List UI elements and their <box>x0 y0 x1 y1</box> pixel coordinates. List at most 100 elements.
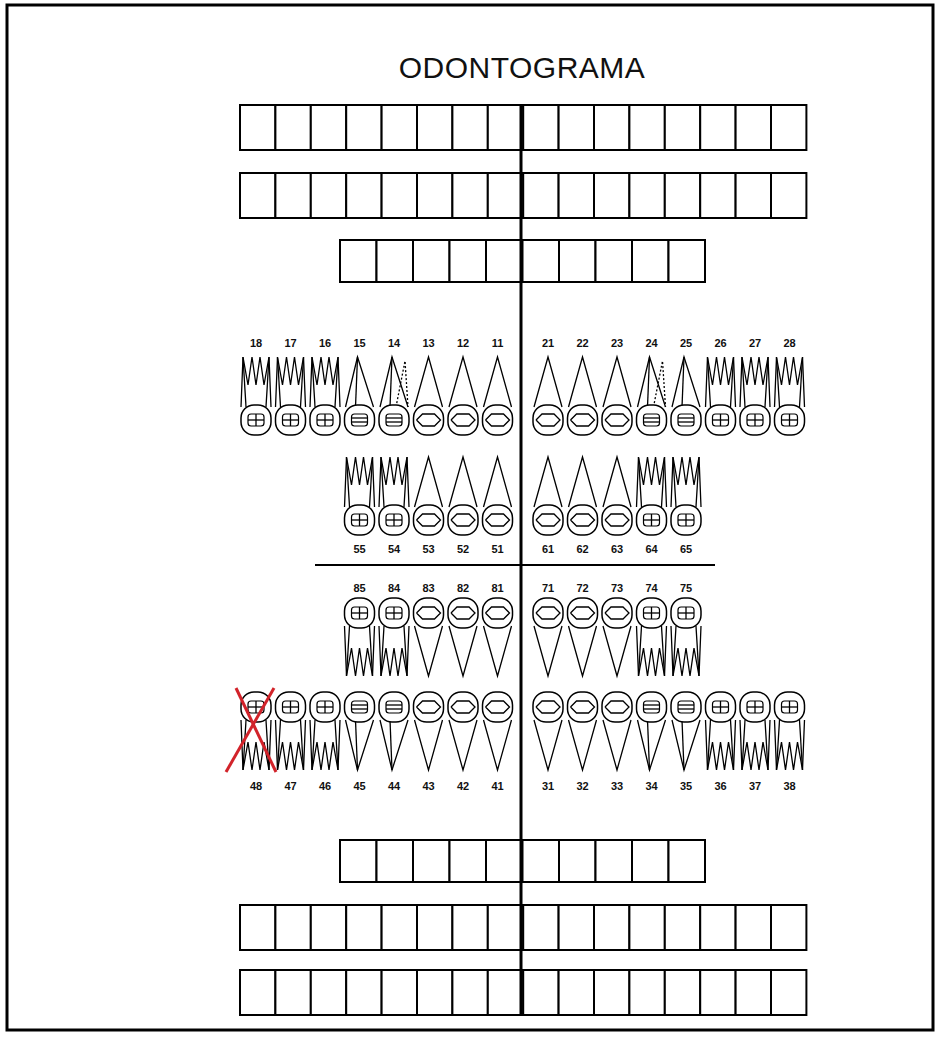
tooth <box>637 598 667 676</box>
frame <box>7 5 933 1030</box>
tooth-number: 71 <box>542 582 554 594</box>
tooth-number: 42 <box>457 780 469 792</box>
tooth-outline <box>352 417 368 418</box>
tooth <box>310 692 340 770</box>
tooth-number: 31 <box>542 780 554 792</box>
tooth-number: 27 <box>749 337 761 349</box>
occlusal-face <box>644 607 660 619</box>
tooth-outline <box>386 704 402 705</box>
record-cell <box>417 173 452 218</box>
tooth-outline <box>370 626 373 676</box>
record-row <box>240 905 806 950</box>
record-cell <box>736 173 771 218</box>
tooth-number: 32 <box>576 780 588 792</box>
tooth-number: 46 <box>319 780 331 792</box>
tooth <box>533 457 563 535</box>
tooth-outline <box>356 357 358 407</box>
tooth-crown <box>706 692 736 722</box>
tooth-crown <box>740 692 770 722</box>
tooth-outline <box>682 720 684 770</box>
tooth-number: 43 <box>422 780 434 792</box>
record-cell <box>771 173 806 218</box>
tooth-number: 11 <box>492 337 504 349</box>
tooth-outline <box>682 357 684 407</box>
tooth-outline <box>381 457 384 507</box>
tooth-outline <box>346 720 374 770</box>
record-cell <box>596 840 633 882</box>
tooth-number: 74 <box>645 582 657 594</box>
tooth-outline <box>678 708 694 709</box>
tooth-outline <box>451 414 475 426</box>
tooth-outline <box>381 626 384 676</box>
tooth-outline <box>484 720 512 770</box>
record-cell <box>596 240 633 282</box>
tooth-number: 81 <box>491 582 503 594</box>
tooth-outline <box>346 357 374 407</box>
tooth <box>706 357 736 435</box>
record-cell <box>559 970 594 1015</box>
tooth-crown <box>568 405 598 435</box>
record-cell <box>240 105 275 150</box>
tooth-outline <box>775 357 805 407</box>
tooth-outline <box>782 419 798 420</box>
tooth-outline <box>449 357 477 407</box>
tooth-number: 41 <box>491 780 503 792</box>
record-cell <box>275 970 310 1015</box>
tooth-crown <box>671 598 701 628</box>
tooth <box>637 457 667 535</box>
tooth-outline <box>536 414 560 426</box>
extraction-stroke <box>236 688 276 772</box>
tooth-outline <box>638 720 666 770</box>
tooth-number: 44 <box>388 780 400 792</box>
tooth-outline <box>696 626 699 676</box>
record-cell <box>452 105 487 150</box>
record-cell <box>559 105 594 150</box>
tooth-outline <box>782 706 798 707</box>
record-cell <box>665 905 700 950</box>
tooth-crown <box>414 505 444 535</box>
tooth-crown <box>345 405 375 435</box>
tooth-crown <box>345 598 375 628</box>
tooth-outline <box>352 612 368 613</box>
tooth <box>345 598 375 676</box>
record-cell <box>340 840 377 882</box>
tooth <box>345 692 375 770</box>
tooth-number: 35 <box>680 780 692 792</box>
tooth-outline <box>569 357 597 407</box>
record-cell <box>632 240 669 282</box>
tooth-number: 72 <box>576 582 588 594</box>
record-cell <box>240 905 275 950</box>
tooth-crown <box>637 598 667 628</box>
record-cell <box>450 840 487 882</box>
tooth-outline <box>301 720 304 770</box>
tooth-outline <box>648 357 650 407</box>
tooth-outline <box>708 357 711 407</box>
tooth-outline <box>696 457 699 507</box>
tooth-crown <box>568 692 598 722</box>
tooth-number: 23 <box>611 337 623 349</box>
tooth-outline <box>404 457 407 507</box>
tooth-outline <box>605 514 629 526</box>
occlusal-face <box>644 414 660 426</box>
tooth-outline <box>451 514 475 526</box>
record-cell <box>594 970 629 1015</box>
tooth-outline <box>662 457 665 507</box>
tooth <box>602 692 632 770</box>
tooth-number: 15 <box>353 337 365 349</box>
record-cell <box>452 173 487 218</box>
occlusal-face <box>644 701 660 713</box>
tooth-crown <box>637 405 667 435</box>
tooth-outline <box>603 457 631 507</box>
record-cell <box>669 240 706 282</box>
tooth-number: 82 <box>457 582 469 594</box>
record-cell <box>700 105 735 150</box>
record-cell <box>559 173 594 218</box>
tooth-crown <box>345 692 375 722</box>
tooth-outline <box>644 704 660 705</box>
tooth-number: 47 <box>284 780 296 792</box>
tooth-outline <box>765 720 768 770</box>
occlusal-face <box>352 607 368 619</box>
occlusal-face <box>678 414 694 426</box>
